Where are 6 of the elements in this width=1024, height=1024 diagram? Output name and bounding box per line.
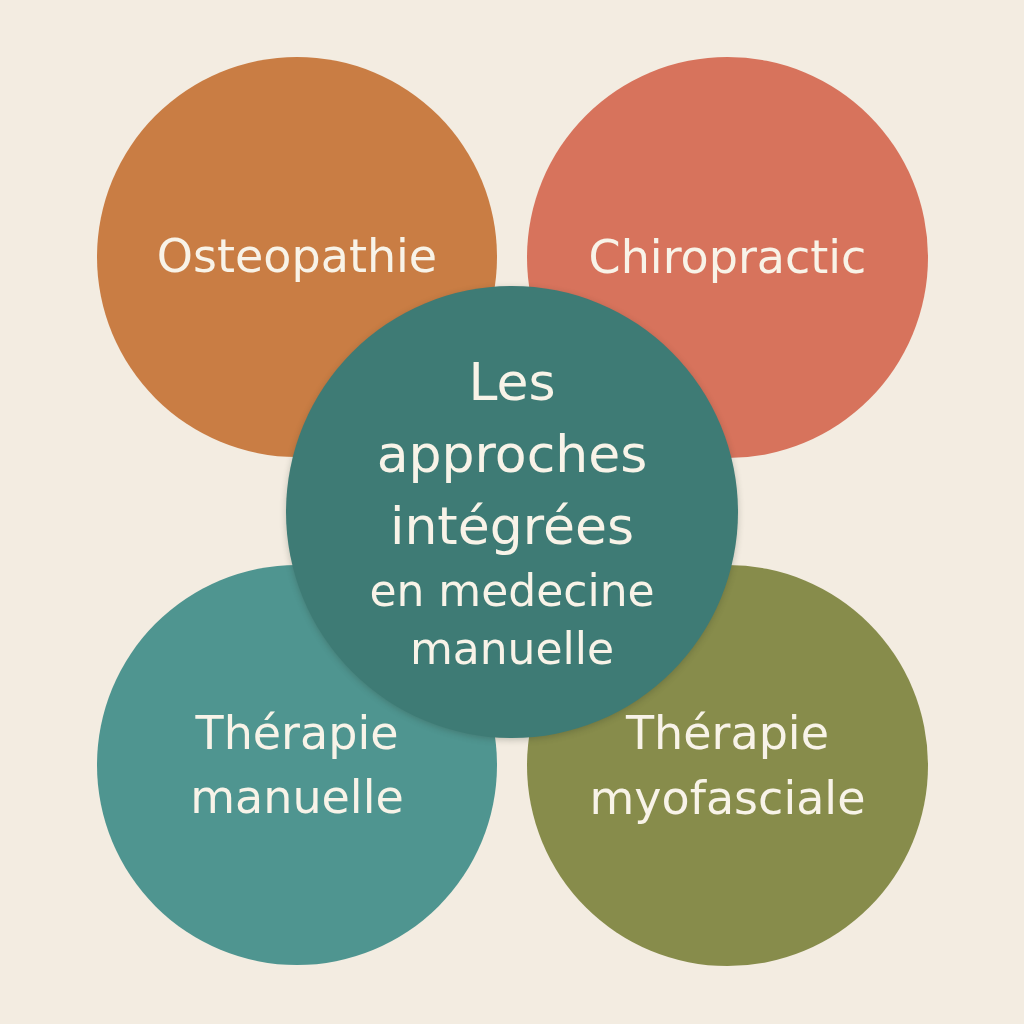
- circle-label: Chiropractic: [588, 228, 867, 286]
- circle-label: Osteopathie: [156, 228, 438, 286]
- central-title: Les approches intégrées: [376, 351, 648, 558]
- circle-label: Thérapie manuelle: [190, 704, 404, 826]
- circle-label: Thérapie myofasciale: [589, 705, 866, 827]
- central-subtitle: en medecine manuelle: [368, 564, 656, 676]
